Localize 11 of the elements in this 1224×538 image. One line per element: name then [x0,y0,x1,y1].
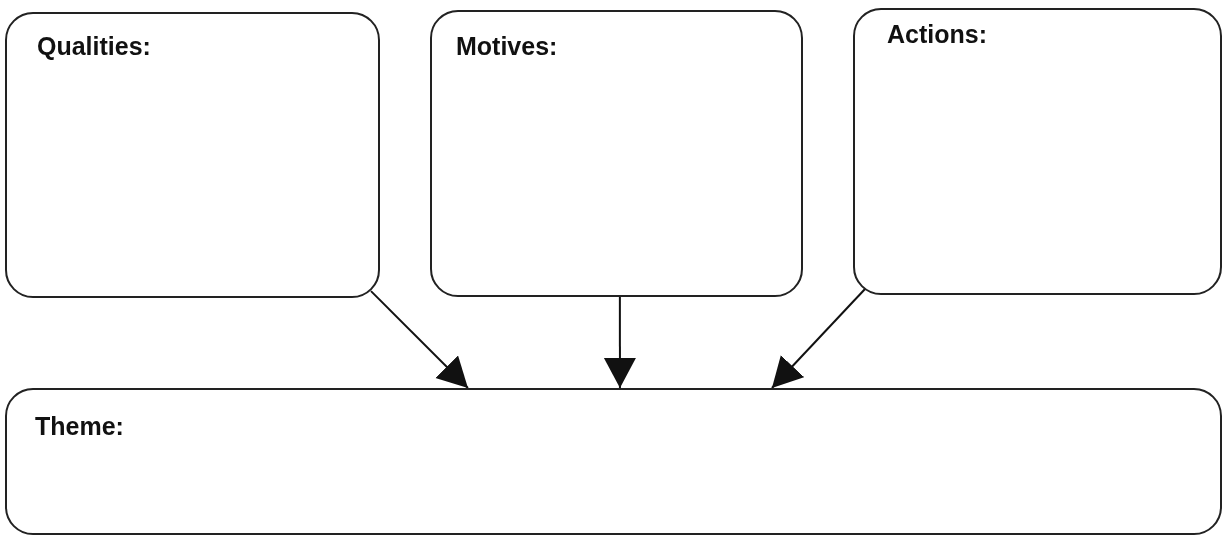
box-heading: Theme: [35,414,124,439]
writing-box [853,8,1222,295]
box-heading: Motives: [456,34,558,59]
box-heading: Actions: [887,22,987,47]
arrow [370,290,469,389]
box-heading: Qualities: [37,34,151,59]
arrow [603,296,636,389]
writing-box [5,388,1222,535]
arrow [770,287,866,389]
writing-box [5,12,380,298]
writing-box [430,10,803,297]
